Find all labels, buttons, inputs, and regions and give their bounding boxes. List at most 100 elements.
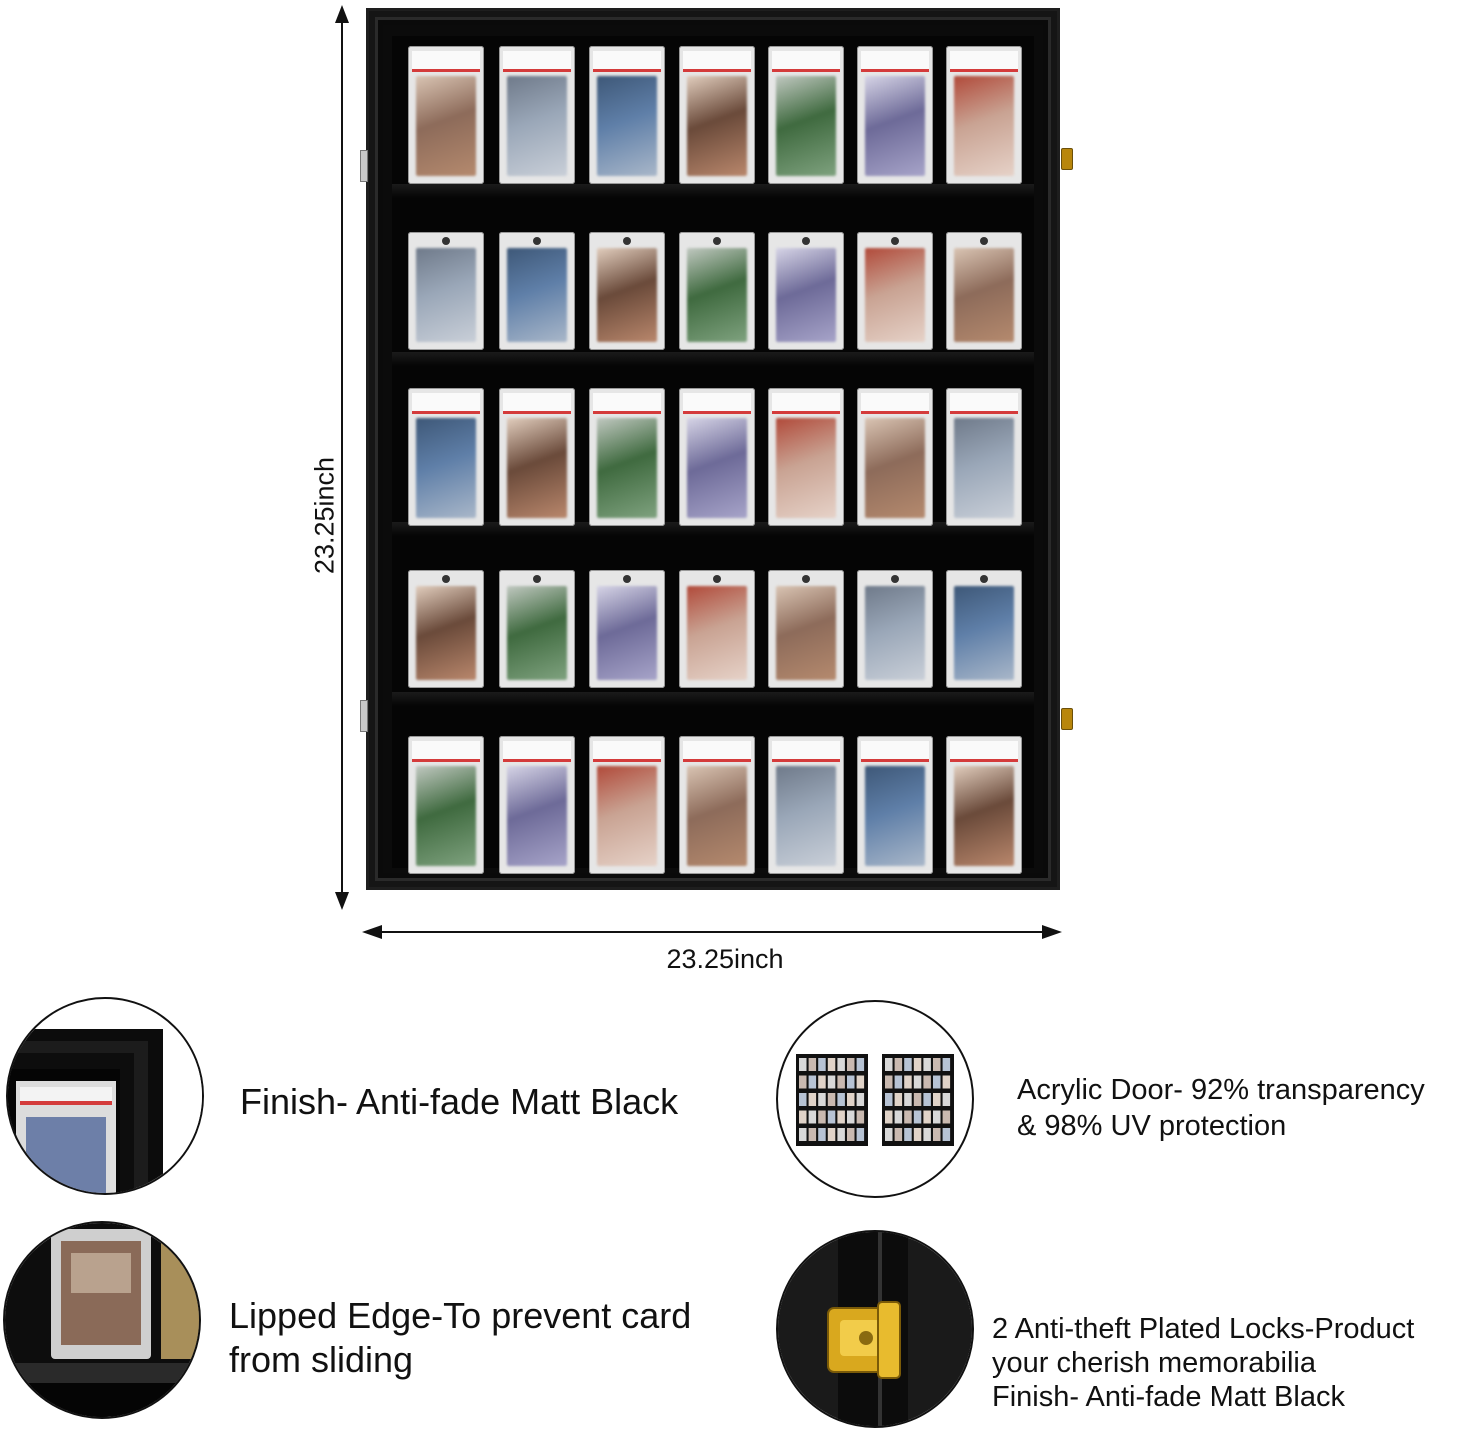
trading-card <box>679 736 755 874</box>
trading-card <box>768 388 844 526</box>
mini-card <box>913 1093 922 1106</box>
mini-card <box>856 1110 865 1124</box>
mini-card <box>933 1110 941 1124</box>
trading-card <box>408 232 484 350</box>
trading-card <box>946 736 1022 874</box>
mini-card <box>837 1058 845 1071</box>
trading-card <box>408 46 484 184</box>
mini-card <box>847 1075 855 1089</box>
mini-card <box>837 1128 845 1141</box>
trading-card <box>499 46 575 184</box>
mini-card <box>942 1128 951 1141</box>
mini-card <box>933 1093 941 1106</box>
trading-card <box>857 736 933 874</box>
trading-card <box>408 736 484 874</box>
mini-card <box>808 1128 817 1141</box>
mini-card <box>847 1058 855 1071</box>
mini-card <box>808 1058 817 1071</box>
mini-card <box>818 1093 826 1106</box>
trading-card <box>946 46 1022 184</box>
locks-feature-line-3: Finish- Anti-fade Matt Black <box>992 1381 1345 1413</box>
trading-card <box>857 388 933 526</box>
lipped-edge-feature-line-2: from sliding <box>229 1339 414 1380</box>
shelf <box>392 184 1034 198</box>
finish-feature-line: Finish- Anti-fade Matt Black <box>240 1081 679 1122</box>
lipped-edge-feature-line-1: Lipped Edge-To prevent card <box>229 1295 692 1336</box>
trading-card <box>589 46 665 184</box>
mini-card <box>885 1058 893 1071</box>
width-dimension-arrow <box>362 925 1062 939</box>
trading-card <box>589 388 665 526</box>
mini-card <box>847 1110 855 1124</box>
trading-card <box>679 570 755 688</box>
mini-card <box>827 1128 836 1141</box>
lock-bottom-icon <box>1061 708 1073 730</box>
mini-card <box>885 1128 893 1141</box>
trading-card <box>499 232 575 350</box>
mini-card <box>942 1058 951 1071</box>
mini-card <box>913 1110 922 1124</box>
locks-feature-text: 2 Anti-theft Plated Locks-Product your c… <box>992 1312 1414 1414</box>
mini-card <box>818 1058 826 1071</box>
mini-card <box>923 1075 931 1089</box>
mini-card <box>933 1128 941 1141</box>
trading-card <box>499 736 575 874</box>
hinge-bottom <box>360 700 368 732</box>
mini-card <box>894 1058 903 1071</box>
trading-card <box>857 232 933 350</box>
mini-card <box>818 1128 826 1141</box>
mini-card <box>847 1128 855 1141</box>
hinge-top <box>360 150 368 182</box>
shelf <box>392 352 1034 366</box>
mini-card <box>799 1128 807 1141</box>
mini-card <box>913 1128 922 1141</box>
mini-card <box>885 1110 893 1124</box>
shelf <box>392 692 1034 706</box>
mini-card <box>799 1058 807 1071</box>
mini-card <box>856 1128 865 1141</box>
acrylic-feature-line-2: & 98% UV protection <box>1017 1110 1287 1142</box>
lock-top-icon <box>1061 148 1073 170</box>
mini-card <box>856 1075 865 1089</box>
lipped-edge-closeup-circle <box>3 1221 201 1419</box>
mini-card <box>942 1075 951 1089</box>
finish-closeup-circle <box>6 997 204 1195</box>
mini-card <box>904 1110 912 1124</box>
mini-card <box>799 1075 807 1089</box>
mini-card <box>827 1110 836 1124</box>
mini-card <box>923 1128 931 1141</box>
trading-card <box>946 388 1022 526</box>
width-dimension-label: 23.25inch <box>666 944 784 974</box>
mini-card <box>933 1075 941 1089</box>
mini-card <box>808 1093 817 1106</box>
shelf-lip-closeup-icon <box>5 1223 199 1417</box>
mini-card <box>904 1075 912 1089</box>
mini-card <box>856 1058 865 1071</box>
trading-card <box>857 570 933 688</box>
trading-card <box>768 570 844 688</box>
mini-card <box>827 1093 836 1106</box>
trading-card <box>589 570 665 688</box>
height-dimension-label: 23.25inch <box>309 456 340 575</box>
two-cabinets-icon <box>796 1054 954 1146</box>
mini-card <box>933 1058 941 1071</box>
locks-feature-line-1: 2 Anti-theft Plated Locks-Product <box>992 1313 1415 1345</box>
gold-lock-icon <box>778 1232 972 1426</box>
trading-card <box>679 232 755 350</box>
trading-card <box>589 232 665 350</box>
trading-card <box>946 232 1022 350</box>
trading-card <box>589 736 665 874</box>
trading-card <box>768 736 844 874</box>
mini-card <box>837 1110 845 1124</box>
mini-card <box>885 1093 893 1106</box>
mini-card <box>913 1058 922 1071</box>
mini-card <box>827 1058 836 1071</box>
mini-card <box>904 1128 912 1141</box>
mini-card <box>837 1093 845 1106</box>
height-dimension-arrow <box>335 5 349 910</box>
mini-card <box>894 1093 903 1106</box>
locks-feature-line-2: your cherish memorabilia <box>992 1347 1316 1379</box>
finish-feature-text: Finish- Anti-fade Matt Black <box>240 1080 678 1124</box>
acrylic-closeup-circle <box>776 1000 974 1198</box>
mini-card <box>808 1075 817 1089</box>
